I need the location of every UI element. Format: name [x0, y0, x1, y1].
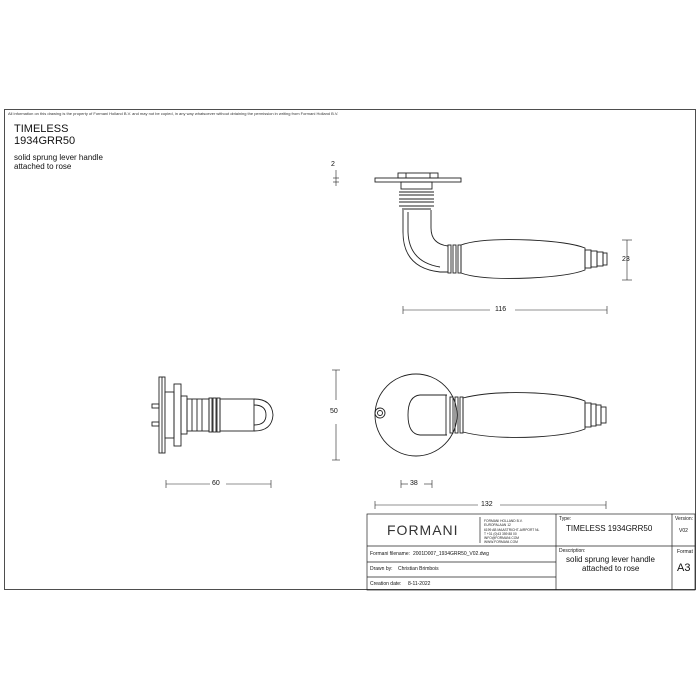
dim-label-rose-diameter: 50 [330, 408, 338, 415]
address-line: INFO@FORMANI.COM [484, 536, 520, 541]
address-line: 6199 AB MAASTRICHT-AIRPORT NL [484, 527, 540, 532]
version-value: V02 [679, 528, 688, 534]
creation-date-value: 8-11-2022 [408, 581, 431, 587]
dim-overall-length [374, 501, 607, 509]
type-label: Type: [559, 516, 572, 522]
description-value-1: solid sprung lever handle [566, 555, 655, 564]
dim-rose-thickness [333, 170, 339, 186]
format-value: A3 [677, 562, 691, 574]
type-value: TIMELESS 1934GRR50 [566, 524, 653, 533]
address-line: FORMANI HOLLAND B.V. [484, 519, 523, 523]
drawn-by-label: Drawn by: [370, 566, 393, 572]
format-label: Format [677, 549, 693, 555]
drawing-title: TIMELESS 1934GRR50 [14, 123, 75, 147]
creation-date-label: Creation date: [370, 581, 402, 587]
drawing-description: solid sprung lever handle attached to ro… [14, 153, 103, 171]
drawing-frame [4, 109, 696, 590]
company-address: FORMANI HOLLAND B.V. EUROPALAAN 12 6199 … [484, 519, 539, 545]
address-line: T +31 (0)43 359 88 00 [484, 531, 517, 536]
copyright-notice: All information on this drawing is the p… [8, 111, 339, 116]
front-view-handle [374, 373, 607, 457]
version-label: Version: [675, 516, 694, 522]
dim-label-rose-thickness: 2 [331, 161, 335, 168]
description-label: Description: [559, 548, 586, 554]
title-block-grid [366, 513, 696, 591]
top-view-handle [374, 172, 608, 279]
dim-label-projection: 60 [212, 480, 220, 487]
drawn-by-value: Christian Brimbois [398, 566, 439, 572]
side-view-handle [151, 376, 274, 454]
dim-lever-length [402, 306, 608, 314]
address-line: WWW.FORMANI.COM [484, 540, 518, 545]
dim-label-overall-length: 132 [481, 501, 493, 508]
dim-label-lever-height: 23 [622, 256, 630, 263]
dim-label-rose-to-handle: 38 [410, 480, 418, 487]
filename-label: Formani filename: [370, 551, 411, 557]
formani-logo: FORMANI [387, 522, 459, 538]
title-line-1: TIMELESS [14, 123, 69, 135]
dim-rose-diameter [332, 369, 340, 461]
description-value-2: attached to rose [582, 564, 640, 573]
address-line: EUROPALAAN 12 [484, 523, 511, 528]
title-line-2: 1934GRR50 [14, 135, 76, 147]
description-line-1: solid sprung lever handle [14, 153, 103, 162]
dim-projection [165, 480, 272, 488]
description-line-2: attached to rose [14, 162, 72, 171]
dim-lever-height [622, 239, 632, 281]
filename-value: 2001D007_1934GRR50_V02.dwg [413, 551, 489, 557]
dim-rose-to-handle [400, 480, 433, 488]
dim-label-lever-length: 116 [495, 306, 507, 313]
